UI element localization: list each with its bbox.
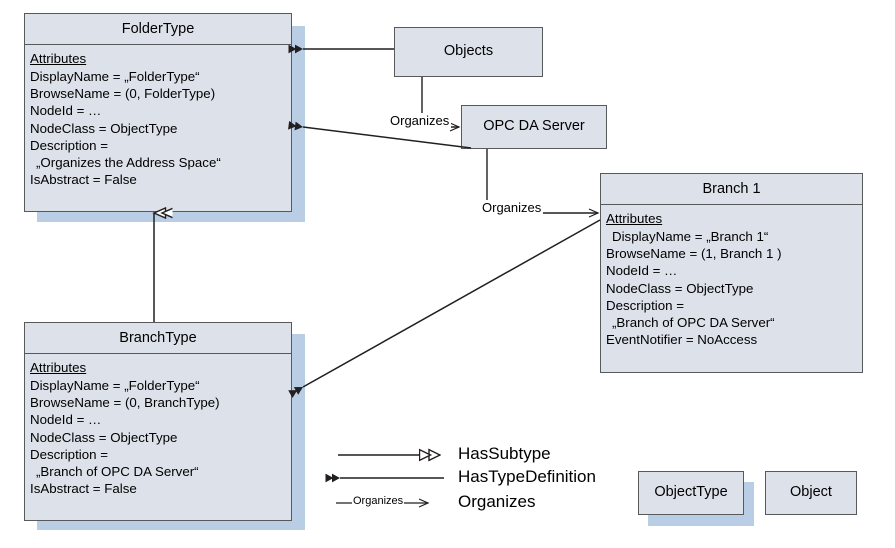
branchtype-attr-nodeid: NodeId = … — [30, 412, 102, 428]
branchtype-attr-browsename: BrowseName = (0, BranchType) — [30, 394, 220, 410]
legend-label-hassubtype: HasSubtype — [458, 444, 551, 463]
branch1-attr-description: Description = — [606, 297, 684, 313]
legend-key-object: Object — [765, 471, 857, 515]
node-foldertype[interactable]: FolderType Attributes DisplayName = „Fol… — [24, 13, 292, 212]
branchtype-attr-nodeclass: NodeClass = ObjectType — [30, 429, 178, 445]
branch1-attr-eventnotifier: EventNotifier = NoAccess — [606, 332, 758, 348]
foldertype-attr-nodeclass: NodeClass = ObjectType — [30, 120, 178, 136]
branch1-attr-displayname: DisplayName = „Branch 1“ — [612, 228, 769, 244]
edge-label-organizes-objects: Organizes — [388, 113, 452, 128]
foldertype-attr-description: Description = — [30, 137, 108, 153]
branchtype-attributes-header: Attributes — [30, 360, 87, 376]
branchtype-attr-isabstract: IsAbstract = False — [30, 481, 137, 497]
legend-key-objecttype: ObjectType — [638, 471, 744, 515]
legend-row-organizes: Organizes — [448, 492, 535, 512]
branch1-attributes: Attributes DisplayName = „Branch 1“ Brow… — [601, 205, 862, 352]
legend-key-object-label: Object — [790, 484, 832, 501]
foldertype-attributes-header: Attributes — [30, 51, 87, 67]
foldertype-attr-displayname: DisplayName = „FolderType“ — [30, 68, 200, 84]
legend-organizes-inline-label: Organizes — [352, 495, 405, 507]
foldertype-attr-isabstract: IsAbstract = False — [30, 172, 137, 188]
foldertype-attributes: Attributes DisplayName = „FolderType“ Br… — [25, 45, 291, 192]
branch1-title: Branch 1 — [601, 174, 862, 206]
legend-row-hastypedefinition: HasTypeDefinition — [448, 467, 596, 487]
foldertype-attr-browsename: BrowseName = (0, FolderType) — [30, 85, 216, 101]
branchtype-attributes: Attributes DisplayName = „FolderType“ Br… — [25, 354, 291, 501]
branch1-attr-description-value: „Branch of OPC DA Server“ — [612, 315, 775, 331]
node-opc-da-server[interactable]: OPC DA Server — [461, 105, 607, 149]
legend-label-hastypedefinition: HasTypeDefinition — [458, 467, 596, 486]
legend-label-organizes: Organizes — [458, 492, 536, 511]
foldertype-title: FolderType — [25, 14, 291, 46]
branchtype-attr-description-value: „Branch of OPC DA Server“ — [36, 464, 199, 480]
edge-opcdaserver-hastypedefinition-foldertype — [288, 120, 472, 149]
node-objects[interactable]: Objects — [394, 27, 543, 77]
foldertype-attr-nodeid: NodeId = … — [30, 103, 102, 119]
node-branchtype[interactable]: BranchType Attributes DisplayName = „Fol… — [24, 322, 292, 521]
foldertype-attr-description-value: „Organizes the Address Space“ — [36, 155, 221, 171]
branch1-attributes-header: Attributes — [606, 211, 663, 227]
branch1-attr-nodeid: NodeId = … — [606, 263, 678, 279]
node-branch1[interactable]: Branch 1 Attributes DisplayName = „Branc… — [600, 173, 863, 373]
branchtype-title: BranchType — [25, 323, 291, 355]
legend-key-objecttype-label: ObjectType — [654, 484, 728, 501]
opc-da-server-title: OPC DA Server — [483, 118, 585, 135]
branchtype-attr-description: Description = — [30, 446, 108, 462]
edge-branch1-hastypedefinition-branchtype — [288, 219, 601, 398]
legend-row-hassubtype: HasSubtype — [448, 444, 551, 464]
branch1-attr-browsename: BrowseName = (1, Branch 1 ) — [606, 245, 782, 261]
branch1-attr-nodeclass: NodeClass = ObjectType — [606, 280, 754, 296]
edge-label-organizes-server: Organizes — [480, 200, 544, 215]
branchtype-attr-displayname: DisplayName = „FolderType“ — [30, 377, 200, 393]
objects-title: Objects — [443, 43, 494, 60]
